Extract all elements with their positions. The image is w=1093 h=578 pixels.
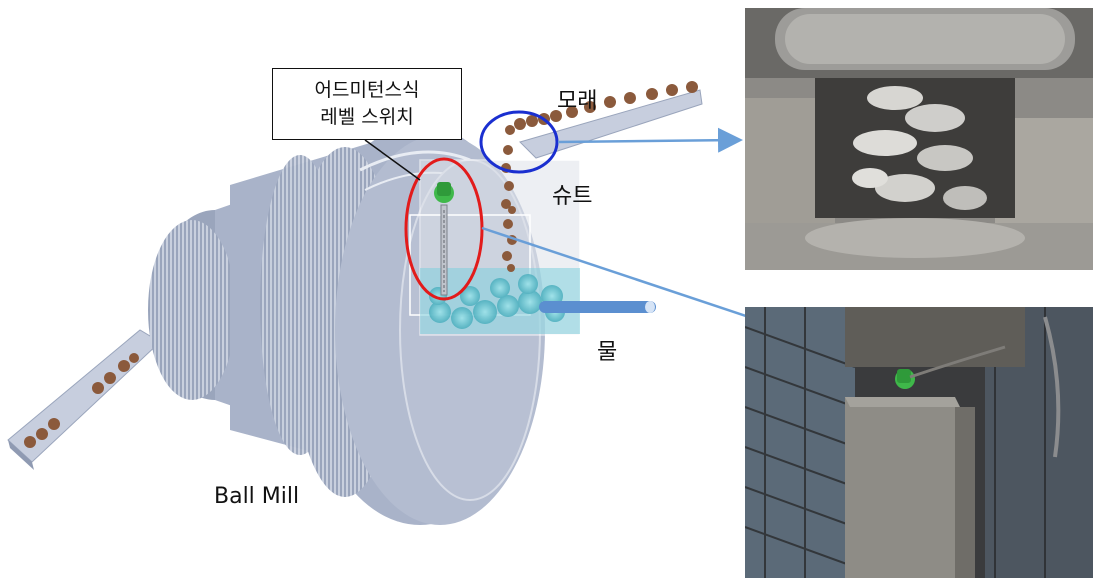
inlet-sand bbox=[24, 353, 139, 448]
level-switch-probe bbox=[434, 182, 454, 296]
falling-rocks bbox=[852, 86, 987, 210]
sand-label: 모래 bbox=[557, 89, 598, 114]
water-pipe bbox=[539, 301, 656, 313]
level-switch-label-line2: 레벨 스위치 bbox=[320, 106, 414, 128]
level-switch-label-line1: 어드미턴스식 bbox=[314, 79, 420, 101]
chute-label: 슈트 bbox=[552, 184, 593, 209]
level-switch-callout: 어드미턴스식 레벨 스위치 bbox=[272, 68, 462, 140]
water-label: 물 bbox=[597, 340, 618, 365]
arrow-to-chute-photo bbox=[557, 127, 743, 153]
level-switch-photo bbox=[745, 307, 1093, 578]
ball-mill-label: Ball Mill bbox=[214, 484, 300, 509]
sand-pile bbox=[429, 274, 565, 329]
chute-photo bbox=[745, 8, 1093, 270]
falling-sand bbox=[501, 145, 517, 272]
inlet-conveyor bbox=[7, 329, 161, 470]
chute-entry-highlight bbox=[479, 110, 559, 174]
callout-leader bbox=[364, 139, 421, 181]
conveyor-sand bbox=[505, 81, 698, 135]
sand-conveyor bbox=[505, 81, 703, 159]
